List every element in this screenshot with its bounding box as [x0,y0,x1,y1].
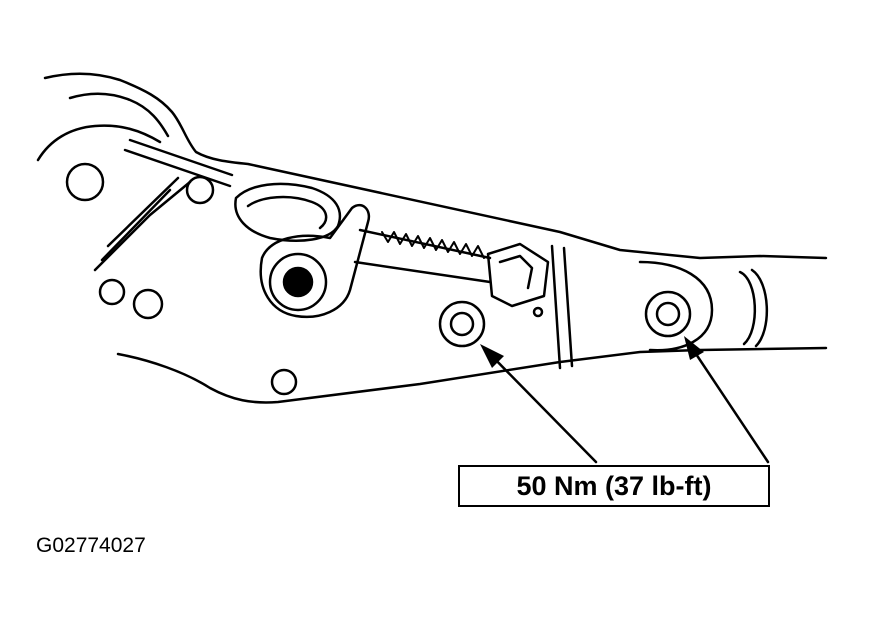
mounting-hole [185,175,215,205]
spring-rod-lower [353,260,492,284]
lever-pivot-inner [282,266,314,298]
figure-id-label: G02774027 [36,534,146,557]
mounting-hole [98,278,126,306]
arrow-head-left [480,344,504,368]
torque-callout-box: 50 Nm (37 lb-ft) [458,465,770,507]
cable-line-lower [123,148,232,188]
bracket-lower-edge [116,346,828,404]
bracket-left-curve [36,124,162,162]
bolt-left-inner [449,311,475,337]
spring-rod-upper [358,228,492,260]
mounting-hole [132,288,164,320]
bolt-right-outer [644,290,692,338]
bracket-left-edge [93,180,192,272]
plate-divider-2 [562,246,574,368]
arm-end-cap [738,270,756,346]
bracket-left-edge-2 [100,188,172,262]
leader-line-right [686,340,770,464]
arm-end-cap-2 [750,268,768,348]
lever-arm [259,203,371,319]
arrow-head-right [684,336,704,360]
cable-clip [486,242,550,308]
clip-rivet [532,306,544,318]
cable-line-upper [128,138,234,177]
lever-pivot-outer [268,252,328,312]
pivot-housing-inner [246,195,328,230]
bracket-upper-edge [43,72,828,260]
bracket-inner-edge [68,92,170,138]
arm-end-outline [638,260,714,352]
bracket-left-edge-3 [106,176,180,248]
plate-divider [550,244,562,370]
adjuster-spring [381,231,485,259]
torque-callout-text: 50 Nm (37 lb-ft) [516,470,712,501]
cable-clip-detail [498,254,534,290]
mounting-hole [270,368,298,396]
mounting-hole [65,162,105,202]
leader-line-left [484,348,598,464]
bolt-right-inner [655,301,681,327]
bolt-left-outer [438,300,486,348]
